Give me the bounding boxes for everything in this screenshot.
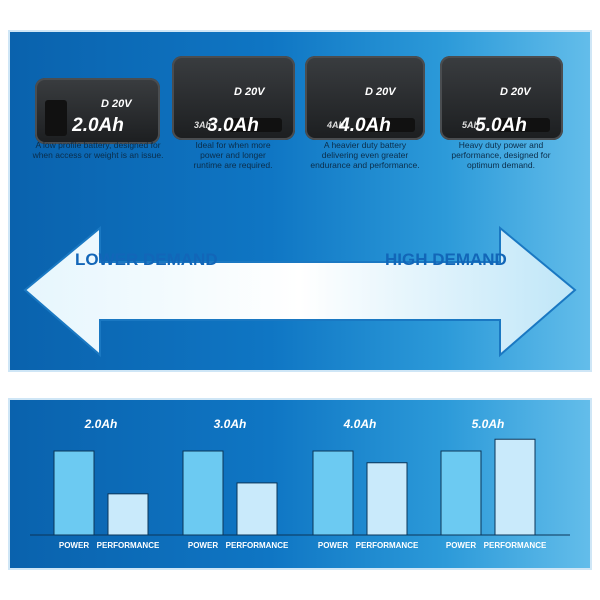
- lower-demand-label: LOWER DEMAND: [75, 250, 218, 269]
- bar-performance: [494, 438, 536, 536]
- bar-performance: [107, 493, 149, 536]
- category-label: 4.0Ah: [343, 417, 377, 431]
- series-label: PERFORMANCE: [356, 541, 419, 550]
- bar-performance: [366, 462, 408, 536]
- battery-2ah-info: 2.0Ah A low profile battery, designed fo…: [28, 115, 168, 160]
- category-label: 5.0Ah: [472, 417, 505, 431]
- series-label: PERFORMANCE: [226, 541, 289, 550]
- capacity-label: 4.0Ah: [339, 115, 391, 136]
- capacity-label: 5.0Ah: [475, 115, 527, 136]
- battery-2ah-image: D 20V: [35, 78, 160, 144]
- capacity-description: Ideal for when more power and longer run…: [193, 140, 273, 170]
- battery-4ah-image: D 20V 4Ah: [305, 56, 425, 140]
- battery-5ah-image: D 20V 5Ah: [440, 56, 563, 140]
- capacity-label: 2.0Ah: [72, 115, 124, 136]
- bar-power: [440, 450, 482, 536]
- capacity-description: A low profile battery, designed for when…: [32, 140, 164, 160]
- bar-power: [312, 450, 354, 536]
- battery-size-mark: 5Ah: [462, 120, 480, 130]
- capacity-description: Heavy duty power and performance, design…: [451, 140, 551, 170]
- battery-size-mark: 3Ah: [194, 120, 212, 130]
- battery-3ah-info: 3.0Ah Ideal for when more power and long…: [163, 115, 303, 170]
- battery-size-mark: 4Ah: [327, 120, 345, 130]
- series-label: PERFORMANCE: [97, 541, 160, 550]
- battery-badge: D 20V: [500, 86, 531, 98]
- series-label: PERFORMANCE: [484, 541, 547, 550]
- series-label: POWER: [318, 541, 348, 550]
- battery-5ah-info: 5.0Ah Heavy duty power and performance, …: [431, 115, 571, 170]
- series-label: POWER: [446, 541, 476, 550]
- battery-badge: D 20V: [101, 98, 132, 110]
- demand-arrow: [23, 225, 577, 358]
- capacity-label: 3.0Ah: [207, 115, 259, 136]
- capacity-description: A heavier duty battery delivering even g…: [310, 140, 420, 170]
- series-label: POWER: [59, 541, 89, 550]
- bar-performance: [236, 482, 278, 536]
- category-label: 2.0Ah: [84, 417, 118, 431]
- category-label: 3.0Ah: [214, 417, 247, 431]
- bar-power: [182, 450, 224, 536]
- battery-badge: D 20V: [234, 86, 265, 98]
- bar-power: [53, 450, 95, 536]
- series-label: POWER: [188, 541, 218, 550]
- high-demand-label: HIGH DEMAND: [385, 250, 507, 269]
- battery-badge: D 20V: [365, 86, 396, 98]
- battery-4ah-info: 4.0Ah A heavier duty battery delivering …: [295, 115, 435, 170]
- battery-3ah-image: D 20V 3Ah: [172, 56, 295, 140]
